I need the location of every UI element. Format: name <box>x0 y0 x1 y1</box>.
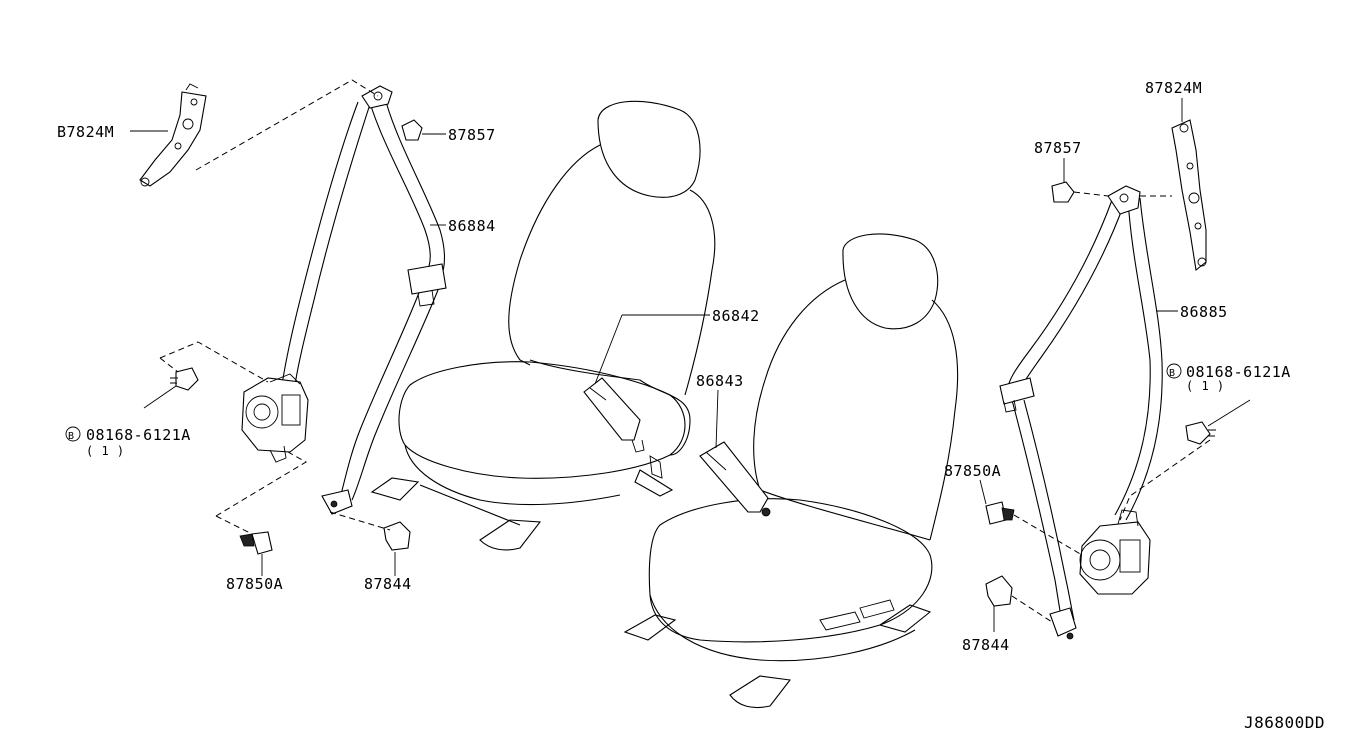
label-anchor-cover-right: 87857 <box>1034 139 1082 157</box>
left-seat-belt-assembly <box>241 85 447 515</box>
part-labels: B7824M 87857 86884 86842 B 08168-6121A (… <box>57 79 1325 732</box>
right-seat-belt-assembly <box>999 185 1163 640</box>
right-seat-illustration <box>623 233 959 709</box>
circle-b-right-icon <box>1166 363 1182 379</box>
right-height-adjuster-guide <box>1171 119 1207 272</box>
right-bolt-08168-part <box>1185 421 1216 445</box>
left-seat-illustration <box>370 100 716 551</box>
label-guide-right: 87824M <box>1145 79 1202 97</box>
label-bolt-ref-right-qty: ( 1 ) <box>1186 379 1225 393</box>
diagram-code: J86800DD <box>1244 713 1325 732</box>
right-anchor-cover-part <box>1051 181 1075 203</box>
label-belt-right: 86885 <box>1180 303 1228 321</box>
label-cover-right: 87844 <box>962 636 1010 654</box>
circle-b-right-letter: B <box>1169 368 1176 379</box>
label-bolt-ref-right: 08168-6121A <box>1186 363 1291 381</box>
label-anchor-cover-left: 87857 <box>448 126 496 144</box>
label-bolt-ref-left-qty: ( 1 ) <box>86 444 125 458</box>
label-bolt-ref-left: 08168-6121A <box>86 426 191 444</box>
label-belt-left: 86884 <box>448 217 496 235</box>
left-bolt-08168-part <box>170 367 199 391</box>
label-cover-left: 87844 <box>364 575 412 593</box>
right-bolt-87850a-part <box>985 501 1015 525</box>
buckle-86842-part <box>583 377 663 479</box>
right-cover-87844-part <box>985 575 1013 607</box>
left-cover-87844-part <box>383 521 411 551</box>
label-bolt-right: 87850A <box>944 462 1001 480</box>
left-bolt-87850a-part <box>239 531 273 555</box>
label-bolt-left: 87850A <box>226 575 283 593</box>
leader-lines <box>130 79 1251 632</box>
label-guide-left: B7824M <box>57 123 114 141</box>
buckle-86843-part <box>699 441 771 517</box>
circle-b-left-icon <box>65 426 81 442</box>
label-buckle-left: 86842 <box>712 307 760 325</box>
label-buckle-right: 86843 <box>696 372 744 390</box>
left-anchor-cover-part <box>401 119 423 141</box>
circle-b-left-letter: B <box>68 431 75 442</box>
left-height-adjuster-guide <box>139 83 207 187</box>
